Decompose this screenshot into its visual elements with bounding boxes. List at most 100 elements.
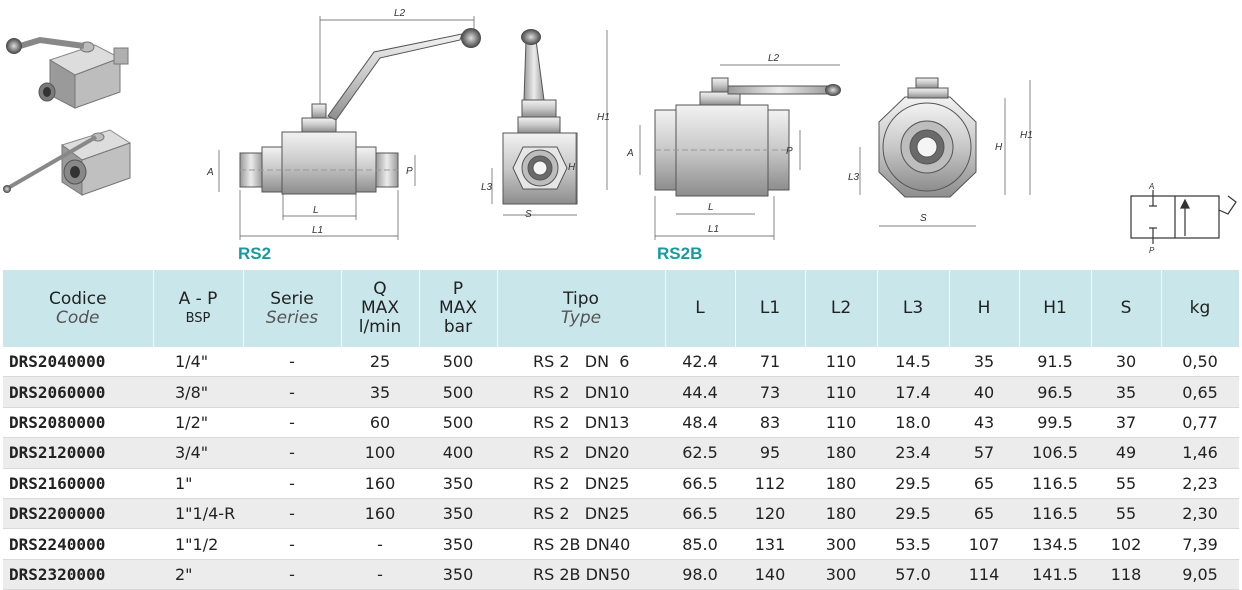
rs2-front-dimensions <box>218 16 475 240</box>
rs2b-side-dim-h1: H1 <box>1020 130 1033 141</box>
cell-h1: 141.5 <box>1019 559 1091 590</box>
rs2b-side-view <box>878 77 977 198</box>
cell-kg: 2,30 <box>1161 498 1239 530</box>
cell-s: 102 <box>1091 528 1161 560</box>
cell-l3: 29.5 <box>877 498 949 530</box>
header-type: Type <box>560 307 602 328</box>
rs2b-dim-l1: L1 <box>708 224 719 235</box>
rs2b-front-dimensions <box>639 64 840 240</box>
cell-series: - <box>243 376 341 408</box>
cell-l3: 23.4 <box>877 437 949 469</box>
header-series: Series <box>265 307 319 328</box>
valve-symbol <box>1130 190 1237 244</box>
cell-bsp: 2" <box>153 559 243 590</box>
cell-code: DRS2160000 <box>3 468 153 499</box>
cell-p-max: 350 <box>419 498 497 530</box>
rs2b-front-view <box>654 77 841 197</box>
valve-photo-bottom <box>3 129 132 196</box>
rs2-side-dim-l3: L3 <box>481 182 493 193</box>
cell-l3: 29.5 <box>877 468 949 499</box>
cell-type: RS 2B DN40 <box>497 528 665 560</box>
cell-h: 35 <box>949 347 1019 378</box>
header-tipo: Tipo <box>563 288 599 309</box>
rs2b-dim-p: P <box>786 146 793 157</box>
cell-bsp: 1/2" <box>153 407 243 439</box>
cell-kg: 0,65 <box>1161 376 1239 408</box>
header-codice: Codice <box>48 288 107 309</box>
cell-l3: 14.5 <box>877 347 949 378</box>
cell-code: DRS2320000 <box>3 559 153 590</box>
header-ap: A - P <box>178 288 218 309</box>
cell-q-max: 100 <box>341 437 419 469</box>
cell-h: 114 <box>949 559 1019 590</box>
cell-l1: 71 <box>735 347 805 378</box>
cell-type: RS 2 DN 6 <box>497 347 665 378</box>
cell-h1: 116.5 <box>1019 498 1091 530</box>
col-header-h1: H1 <box>1019 270 1092 347</box>
rs2b-dim-l2: L2 <box>768 53 780 64</box>
cell-l2: 180 <box>805 498 877 530</box>
cell-s: 49 <box>1091 437 1161 469</box>
cell-code: DRS2060000 <box>3 376 153 408</box>
col-header-s: S <box>1091 270 1162 347</box>
cell-l2: 180 <box>805 437 877 469</box>
cell-series: - <box>243 347 341 378</box>
cell-l: 48.4 <box>665 407 735 439</box>
cell-q-max: - <box>341 528 419 560</box>
series-label-rs2b: RS2B <box>657 244 703 263</box>
cell-kg: 7,39 <box>1161 528 1239 560</box>
cell-q-max: 25 <box>341 347 419 378</box>
rs2b-side-dim-s: S <box>920 213 927 224</box>
cell-type: RS 2 DN20 <box>497 437 665 469</box>
cell-type: RS 2 DN10 <box>497 376 665 408</box>
cell-series: - <box>243 498 341 530</box>
rs2-dim-l1: L1 <box>312 225 323 236</box>
cell-l1: 73 <box>735 376 805 408</box>
cell-p-max: 400 <box>419 437 497 469</box>
cell-l2: 110 <box>805 376 877 408</box>
cell-bsp: 3/4" <box>153 437 243 469</box>
cell-bsp: 1"1/4-R <box>153 498 243 530</box>
rs2-side-dim-s: S <box>525 209 532 220</box>
cell-bsp: 1" <box>153 468 243 499</box>
cell-kg: 0,77 <box>1161 407 1239 439</box>
col-header-l2: L2 <box>805 270 878 347</box>
cell-series: - <box>243 407 341 439</box>
cell-l3: 57.0 <box>877 559 949 590</box>
rs2b-side-dim-h: H <box>995 142 1003 153</box>
cell-l2: 300 <box>805 528 877 560</box>
header-p-unit: bar <box>443 317 473 337</box>
rs2-side-dim-h1: H1 <box>597 112 610 123</box>
cell-code: DRS2040000 <box>3 347 153 378</box>
symbol-label-a: A <box>1148 182 1154 191</box>
cell-h1: 116.5 <box>1019 468 1091 499</box>
cell-l: 42.4 <box>665 347 735 378</box>
cell-series: - <box>243 468 341 499</box>
rs2b-side-dimensions <box>859 80 1031 227</box>
cell-bsp: 1/4" <box>153 347 243 378</box>
cell-s: 35 <box>1091 376 1161 408</box>
rs2-dim-a: A <box>206 167 214 178</box>
rs2-dim-p: P <box>406 166 413 177</box>
cell-l1: 120 <box>735 498 805 530</box>
cell-q-max: 160 <box>341 498 419 530</box>
cell-p-max: 350 <box>419 528 497 560</box>
cell-l: 98.0 <box>665 559 735 590</box>
cell-q-max: - <box>341 559 419 590</box>
cell-bsp: 1"1/2 <box>153 528 243 560</box>
cell-l1: 140 <box>735 559 805 590</box>
header-q-max: MAX <box>361 298 399 318</box>
rs2-side-view <box>502 29 578 205</box>
